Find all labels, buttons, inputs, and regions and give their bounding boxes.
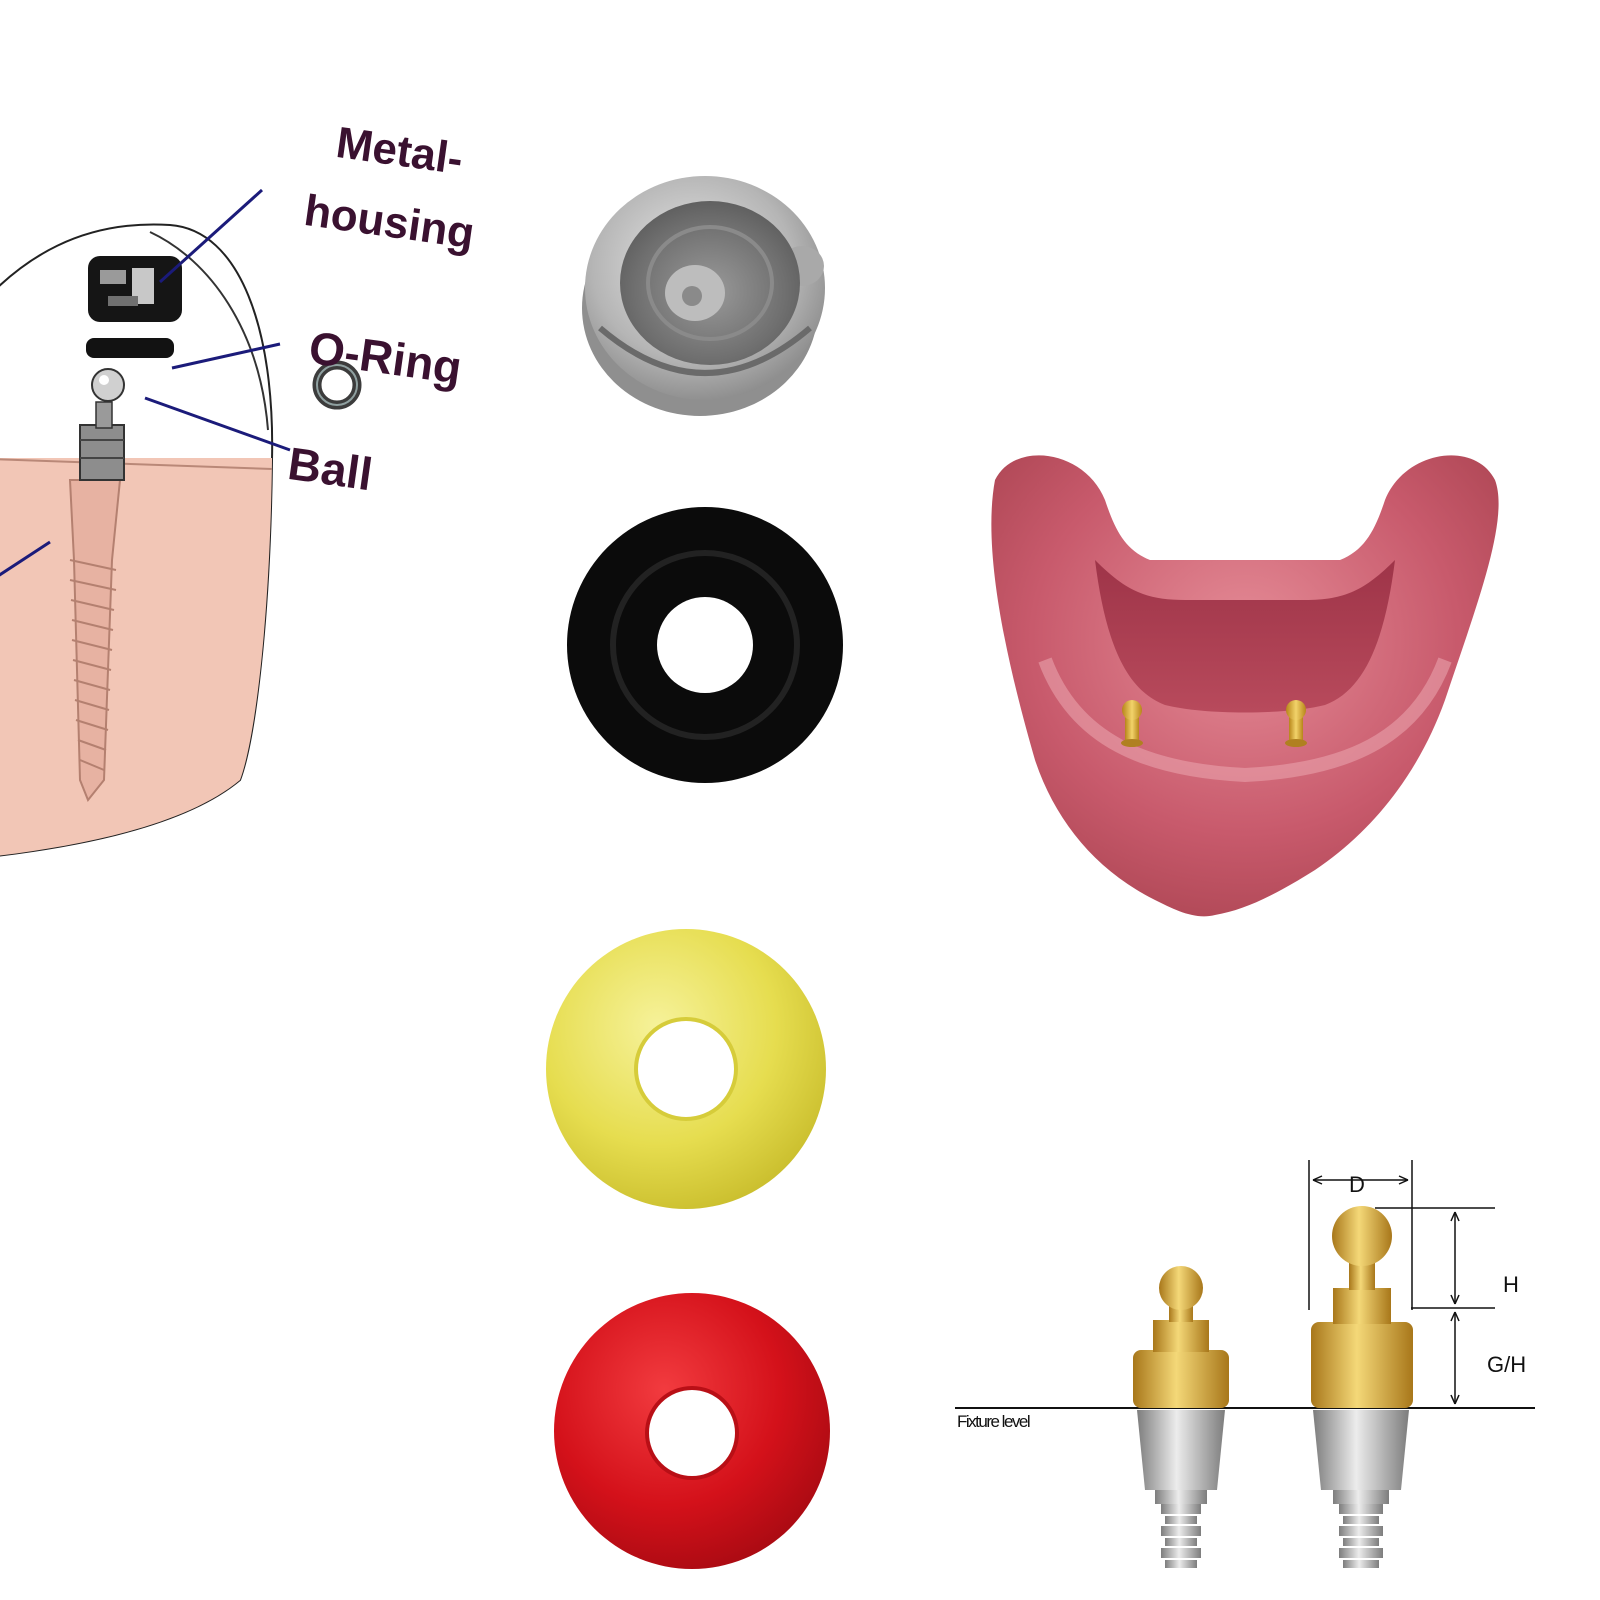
label-ball: Ball	[284, 437, 376, 501]
abutment-left	[1133, 1266, 1229, 1568]
exploded-attachment-diagram: Metal- housing O-Ring Ball	[0, 0, 520, 860]
yellow-o-ring-image	[545, 928, 827, 1210]
diagram-artwork	[0, 188, 362, 860]
abutment-right	[1311, 1206, 1413, 1568]
dimension-label-gh: G/H	[1487, 1352, 1527, 1377]
dimension-label-h: H	[1503, 1272, 1519, 1297]
dimension-label-d: D	[1349, 1172, 1365, 1197]
metal-housing-image	[570, 158, 840, 428]
metal-housing-part	[88, 256, 182, 322]
ball-attachment-left	[1121, 700, 1143, 747]
fixture-level-label: Fixture level	[957, 1412, 1031, 1431]
o-ring-part	[86, 338, 174, 358]
ball-part	[91, 368, 125, 402]
red-o-ring-image	[553, 1292, 831, 1570]
implant-screw	[68, 479, 122, 802]
lower-jaw-model-image	[975, 440, 1515, 940]
ball-attachment-right	[1285, 700, 1307, 747]
black-o-ring-image	[565, 505, 845, 785]
gum-area	[0, 458, 273, 860]
ball-abutment-dimension-drawing: D H G/H Fixture level	[955, 1160, 1560, 1600]
